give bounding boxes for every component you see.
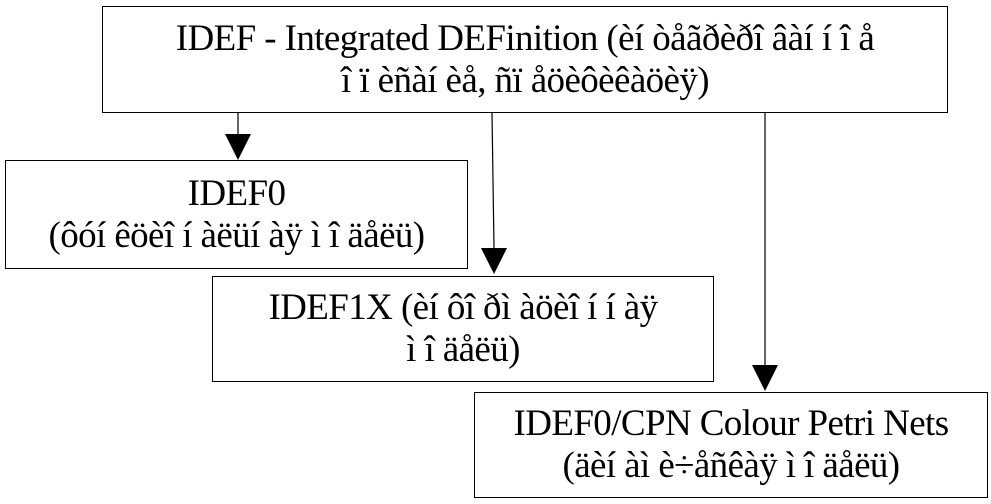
node-idef1x-line-2: ì î äåëü) xyxy=(406,329,520,370)
node-idef0: IDEF0 (ôóí êöèî í àëüí àÿ ì î äåëü) xyxy=(5,160,468,269)
edge-root-to-idef1x xyxy=(481,112,507,274)
edge-root-to-cpn xyxy=(752,113,778,391)
node-idef1x-line-1: IDEF1X (èí ôî ðì àöèî í í àÿ xyxy=(268,287,658,328)
node-idef0-cpn: IDEF0/CPN Colour Petri Nets (äèí àì è÷åñ… xyxy=(474,392,988,498)
node-idef0-cpn-line-1: IDEF0/CPN Colour Petri Nets xyxy=(513,403,949,444)
node-idef-root: IDEF - Integrated DEFinition (èí òåãðèðî… xyxy=(102,6,948,113)
node-idef0-cpn-line-2: (äèí àì è÷åñêàÿ ì î äåëü) xyxy=(562,445,900,486)
node-idef-root-line-2: î ï èñàí èå, ñï åöèôèêàöèÿ) xyxy=(341,59,710,101)
node-idef0-line-1: IDEF0 xyxy=(187,172,286,214)
node-idef0-line-2: (ôóí êöèî í àëüí àÿ ì î äåëü) xyxy=(48,214,425,256)
node-idef1x: IDEF1X (èí ôî ðì àöèî í í àÿ ì î äåëü) xyxy=(212,276,714,382)
node-idef-root-line-1: IDEF - Integrated DEFinition (èí òåãðèðî… xyxy=(175,17,875,59)
edge-root-to-idef0 xyxy=(225,113,251,160)
